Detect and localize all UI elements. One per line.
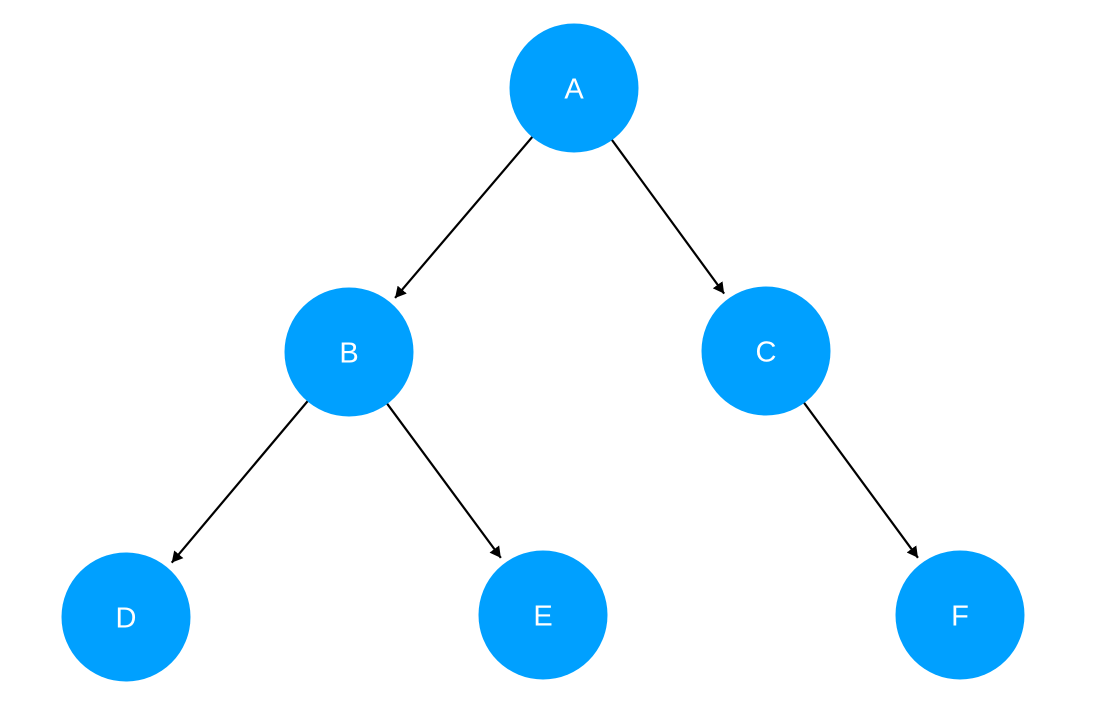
tree-node-E: E <box>478 550 608 680</box>
tree-node-A: A <box>509 23 639 153</box>
tree-node-F: F <box>895 550 1025 680</box>
node-circle-E <box>478 550 608 680</box>
node-circle-A <box>509 23 639 153</box>
node-circle-D <box>61 552 191 682</box>
node-circle-F <box>895 550 1025 680</box>
node-circle-C <box>701 286 831 416</box>
node-label-F: F <box>951 600 969 632</box>
tree-node-B: B <box>284 287 414 417</box>
tree-node-D: D <box>61 552 191 682</box>
node-label-A: A <box>564 73 584 105</box>
node-label-E: E <box>533 600 552 632</box>
node-label-B: B <box>339 337 358 369</box>
node-label-C: C <box>756 336 777 368</box>
tree-node-C: C <box>701 286 831 416</box>
node-label-D: D <box>116 602 137 634</box>
node-circle-B <box>284 287 414 417</box>
